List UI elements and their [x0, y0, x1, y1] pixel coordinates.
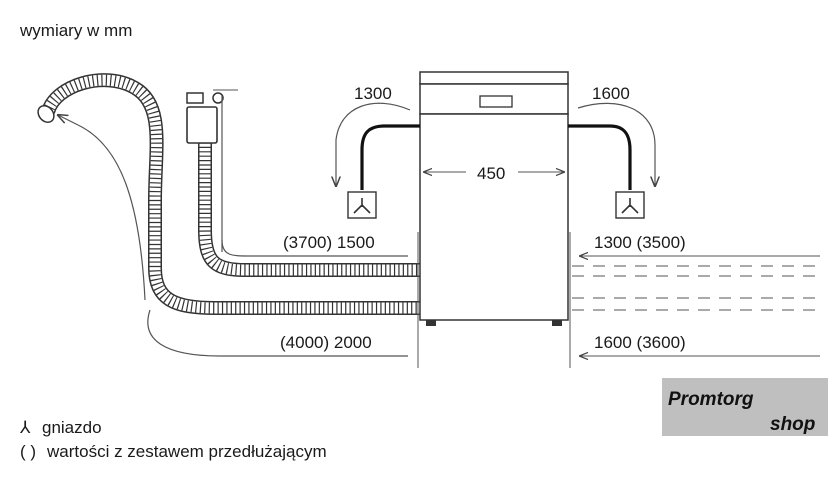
drain-reach-arc: [147, 309, 408, 357]
units-caption: wymiary w mm: [19, 21, 132, 40]
legend-paren-symbol: ( ): [20, 442, 36, 461]
right-socket-icon: [615, 191, 645, 219]
watermark-logo: Promtorg shop: [662, 378, 828, 436]
left-cable-arc: [336, 102, 411, 186]
right-cable: [568, 124, 632, 190]
inlet-hose: [186, 92, 420, 277]
control-panel: [479, 95, 513, 108]
left-cable: [360, 124, 420, 190]
drain-hose: [37, 73, 420, 315]
dim-right-drain: 1600 (3600): [594, 333, 686, 352]
legend-paren-label: wartości z zestawem przedłużającym: [46, 442, 327, 461]
dim-width: 450: [477, 164, 505, 183]
dim-right-pipe: 1600: [592, 84, 630, 103]
dim-left-drain: (4000) 2000: [280, 333, 372, 352]
dim-left-pipe: 1300: [354, 84, 392, 103]
dishwasher: [419, 71, 569, 326]
dim-left-inlet: (3700) 1500: [283, 233, 375, 252]
logo-word2: shop: [770, 414, 815, 435]
right-cable-arc: [577, 102, 655, 186]
logo-word1: Promtorg: [668, 389, 754, 410]
legend-socket-symbol: ⅄: [19, 418, 31, 437]
dim-right-inlet: 1300 (3500): [594, 233, 686, 252]
aquastop-box: [186, 106, 218, 144]
legend-socket-label: gniazdo: [42, 418, 102, 437]
left-socket-icon: [347, 191, 377, 219]
